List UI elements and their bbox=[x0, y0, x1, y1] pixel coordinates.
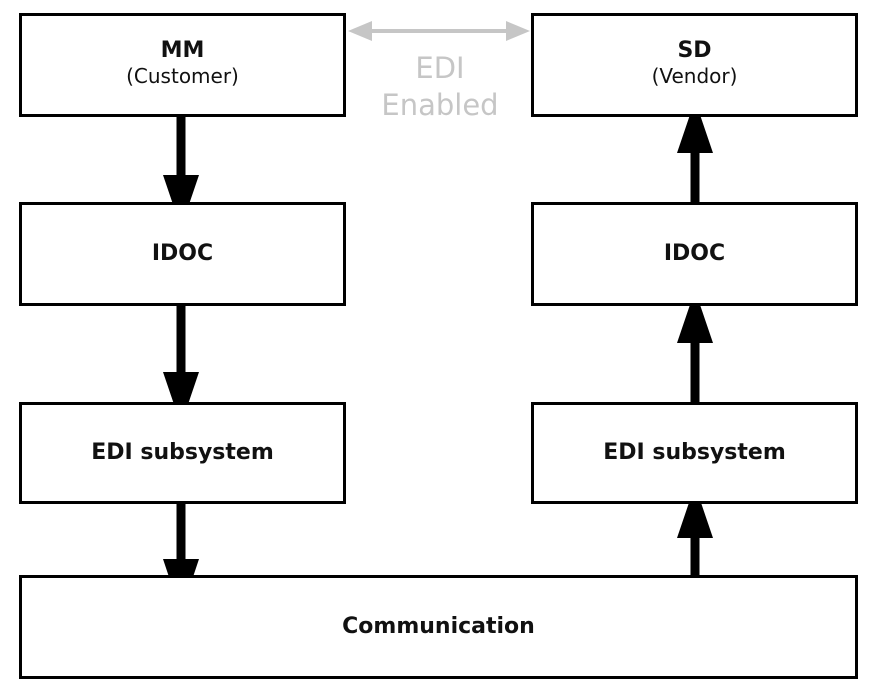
edi-enabled-line2: Enabled bbox=[381, 88, 499, 122]
mm-subtitle: (Customer) bbox=[126, 64, 239, 88]
edi-enabled-link-arrow bbox=[348, 21, 530, 41]
idoc-left-box: IDOC bbox=[19, 202, 346, 306]
edi-subsystem-left-box: EDI subsystem bbox=[19, 402, 346, 504]
mm-customer-box: MM (Customer) bbox=[19, 13, 346, 117]
edi-enabled-label: EDI Enabled bbox=[360, 50, 520, 124]
communication-label: Communication bbox=[342, 614, 535, 639]
arrow-edi-to-idoc-right bbox=[677, 290, 713, 416]
arrow-idoc-to-edi-left bbox=[163, 296, 199, 425]
mm-title: MM bbox=[160, 38, 205, 63]
edi-enabled-line1: EDI bbox=[415, 51, 465, 85]
idoc-right-label: IDOC bbox=[663, 241, 726, 266]
idoc-left-label: IDOC bbox=[151, 241, 214, 266]
communication-box: Communication bbox=[19, 575, 858, 679]
sd-vendor-box: SD (Vendor) bbox=[531, 13, 858, 117]
idoc-right-box: IDOC bbox=[531, 202, 858, 306]
sd-title: SD bbox=[677, 38, 712, 63]
edi-subsystem-right-box: EDI subsystem bbox=[531, 402, 858, 504]
sd-subtitle: (Vendor) bbox=[651, 64, 738, 88]
edi-right-label: EDI subsystem bbox=[603, 440, 786, 465]
edi-left-label: EDI subsystem bbox=[91, 440, 274, 465]
